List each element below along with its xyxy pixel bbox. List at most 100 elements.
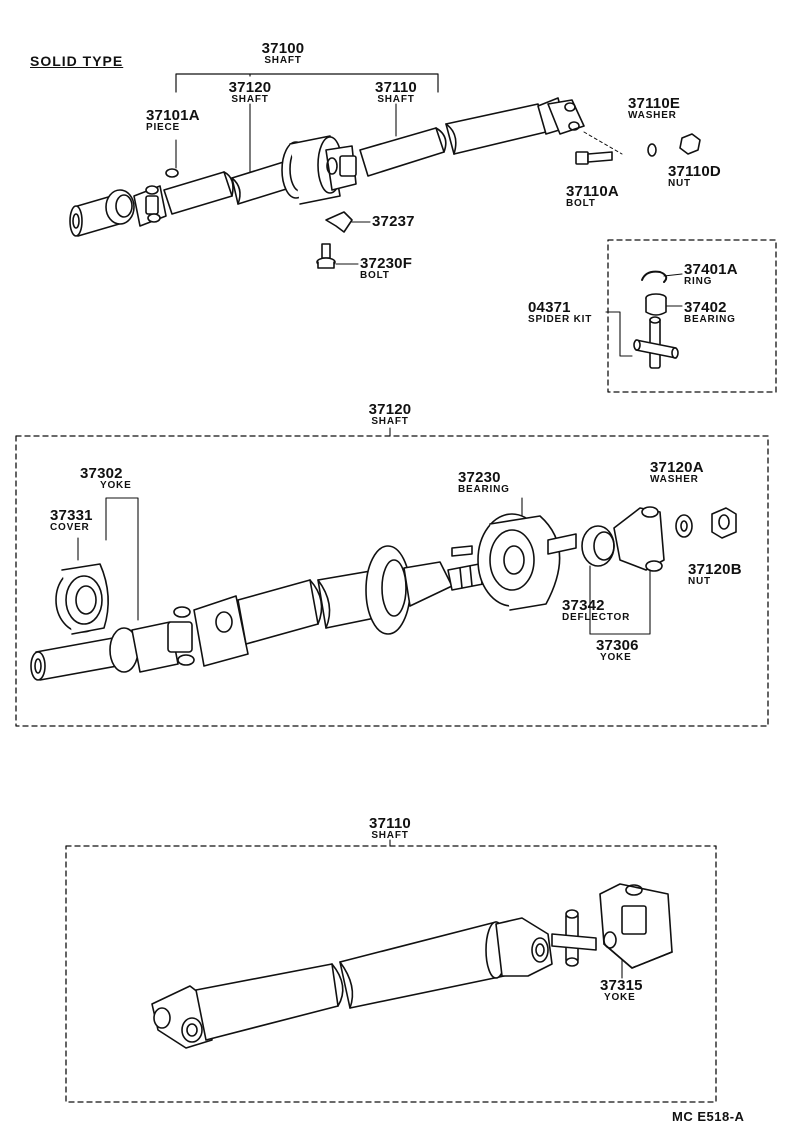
- bottom-assembly: [65, 839, 717, 1103]
- label-37302: 37302 YOKE: [80, 466, 132, 491]
- part-name: YOKE: [604, 992, 636, 1003]
- label-37110-bot: 37110 SHAFT: [369, 816, 411, 841]
- mid-disc: [365, 545, 411, 635]
- part-name: SHAFT: [371, 830, 409, 841]
- part-name: PIECE: [146, 122, 181, 133]
- part-name: SHAFT: [231, 94, 269, 105]
- part-name: NUT: [688, 576, 711, 587]
- yoke-37306: [589, 506, 665, 635]
- part-name: SPIDER KIT: [528, 314, 593, 325]
- part-name: BEARING: [684, 314, 736, 325]
- washer-37110E: [647, 143, 657, 157]
- mid-assembly: [15, 427, 769, 727]
- part-name: YOKE: [100, 480, 132, 491]
- label-37331: 37331 COVER: [50, 508, 93, 533]
- part-number: 37120B: [688, 561, 742, 578]
- spider-cross: [633, 316, 679, 369]
- rear-yoke-top: [537, 97, 585, 135]
- part-name: BOLT: [360, 270, 390, 281]
- label-37110-top: 37110 SHAFT: [375, 80, 417, 105]
- part-name: RING: [684, 276, 713, 287]
- part-number: 37110: [375, 79, 417, 96]
- label-37110E: 37110E WASHER: [628, 96, 680, 121]
- part-number: 37230F: [360, 255, 413, 272]
- part-name: SHAFT: [371, 416, 409, 427]
- flange-hardware: [575, 131, 701, 165]
- part-number: 37230: [458, 469, 501, 486]
- bottom-tube: [195, 921, 507, 1041]
- bottom-rear-tube-yoke: [495, 917, 553, 977]
- cover-37331: [55, 563, 109, 635]
- label-37101A: 37101A PIECE: [146, 108, 200, 133]
- part-number: 37315: [600, 977, 643, 994]
- part-number: 37331: [50, 507, 93, 524]
- part-number: 37120: [228, 79, 272, 96]
- deflector-37342: [581, 525, 615, 635]
- part-name: WASHER: [628, 110, 677, 121]
- label-37230F: 37230F BOLT: [360, 256, 412, 281]
- footer-code: MC E518-A: [672, 1109, 745, 1124]
- part-number: 37120: [368, 401, 412, 418]
- part-name: NUT: [668, 178, 691, 189]
- ring-37401A: [641, 270, 668, 283]
- part-name: BEARING: [458, 484, 510, 495]
- part-name: WASHER: [650, 474, 699, 485]
- part-number: 37110D: [668, 163, 721, 180]
- label-37100: 37100 SHAFT: [262, 41, 305, 66]
- label-37342: 37342 DEFLECTOR: [562, 598, 630, 623]
- tube-37120: [163, 159, 297, 215]
- bottom-front-yoke: [151, 985, 213, 1049]
- label-37315: 37315 YOKE: [600, 978, 643, 1003]
- top-assembly: [69, 73, 701, 269]
- washer-37120A: [675, 514, 693, 538]
- bolt-37230F: [316, 243, 359, 269]
- part-number: 37120A: [650, 459, 704, 476]
- label-37120B: 37120B NUT: [688, 562, 742, 587]
- label-37110A: 37110A BOLT: [566, 184, 619, 209]
- piece-37101A: [165, 168, 179, 178]
- part-name: SHAFT: [377, 94, 415, 105]
- label-37237: 37237: [372, 214, 415, 229]
- label-37120A: 37120A WASHER: [650, 460, 704, 485]
- center-bearing-top: [281, 135, 357, 205]
- clip-37237: [325, 211, 353, 233]
- label-37120-top: 37120 SHAFT: [229, 80, 272, 105]
- part-number: 37237: [372, 213, 415, 230]
- part-name: BOLT: [566, 198, 596, 209]
- part-number: 37306: [596, 637, 639, 654]
- mid-stub-shaft: [30, 627, 139, 681]
- part-number: 37401A: [684, 261, 738, 278]
- label-37401A: 37401A RING: [684, 262, 738, 287]
- yoke-37315: [599, 883, 673, 979]
- bracket-37302: [105, 497, 139, 621]
- label-37402: 37402 BEARING: [684, 300, 736, 325]
- bearing-37402: [645, 293, 667, 316]
- label-04371: 04371 SPIDER KIT: [528, 300, 592, 325]
- part-name: COVER: [50, 522, 90, 533]
- nut-37110D: [679, 133, 701, 155]
- part-number: 37302: [80, 465, 123, 482]
- part-number: 37110A: [566, 183, 619, 200]
- part-number: 04371: [528, 299, 571, 316]
- bearing-37230: [451, 497, 577, 611]
- front-u-joint: [133, 185, 167, 227]
- tube-37110: [359, 103, 547, 177]
- label-37230: 37230 BEARING: [458, 470, 510, 495]
- part-name: YOKE: [600, 652, 632, 663]
- diagram-title: SOLID TYPE: [30, 53, 124, 69]
- front-stub-shaft: [69, 189, 135, 237]
- nut-37120B: [711, 507, 737, 539]
- part-number: 37402: [684, 299, 727, 316]
- label-37120-mid: 37120 SHAFT: [369, 402, 412, 427]
- bracket-37100: [175, 73, 439, 93]
- part-number: 37101A: [146, 107, 200, 124]
- part-name: SHAFT: [264, 55, 302, 66]
- label-37110D: 37110D NUT: [668, 164, 721, 189]
- spider-kit-box: [605, 239, 777, 393]
- part-name: DEFLECTOR: [562, 612, 631, 623]
- part-number: 37110E: [628, 95, 681, 112]
- mid-u-joint: [131, 595, 249, 673]
- label-37306: 37306 YOKE: [596, 638, 639, 663]
- part-number: 37342: [562, 597, 605, 614]
